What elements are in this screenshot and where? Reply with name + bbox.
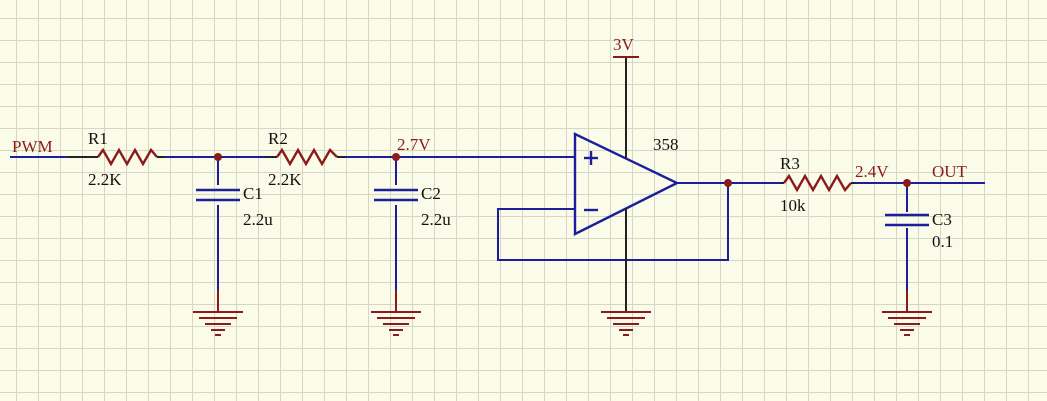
net-label-3v: 3V [613, 35, 635, 54]
capacitor-c2 [374, 188, 418, 202]
junction-c1 [214, 153, 222, 161]
net-label-pwm: PWM [12, 137, 53, 156]
ground-symbol-opamp [601, 311, 651, 336]
c3-ref: C3 [932, 210, 952, 229]
resistor-r2 [265, 147, 345, 167]
capacitor-c3 [885, 213, 929, 227]
junction-c3 [903, 179, 911, 187]
r1-ref: R1 [88, 129, 108, 148]
r3-value: 10k [780, 196, 806, 215]
wires [10, 156, 985, 290]
opamp-358 [573, 57, 680, 312]
c1-ref: C1 [243, 184, 263, 203]
c3-value: 0.1 [932, 232, 953, 251]
r2-ref: R2 [268, 129, 288, 148]
r3-ref: R3 [780, 154, 800, 173]
opamp-ref: 358 [653, 135, 679, 154]
net-label-out: OUT [932, 162, 968, 181]
net-label-2v7: 2.7V [397, 135, 431, 154]
junction-opamp-out [724, 179, 732, 187]
net-label-2v4: 2.4V [855, 162, 889, 181]
ground-symbol-c2 [371, 290, 421, 336]
resistor-r3 [780, 173, 855, 193]
c1-value: 2.2u [243, 210, 273, 229]
ground-symbol-c1 [193, 290, 243, 336]
capacitor-c1 [196, 188, 240, 202]
ground-symbol-c3 [882, 290, 932, 336]
r2-value: 2.2K [268, 170, 302, 189]
c2-ref: C2 [421, 184, 441, 203]
c2-value: 2.2u [421, 210, 451, 229]
wire-feedback [497, 183, 729, 261]
junction-c2 [392, 153, 400, 161]
r1-value: 2.2K [88, 170, 122, 189]
resistor-r1 [68, 147, 165, 167]
